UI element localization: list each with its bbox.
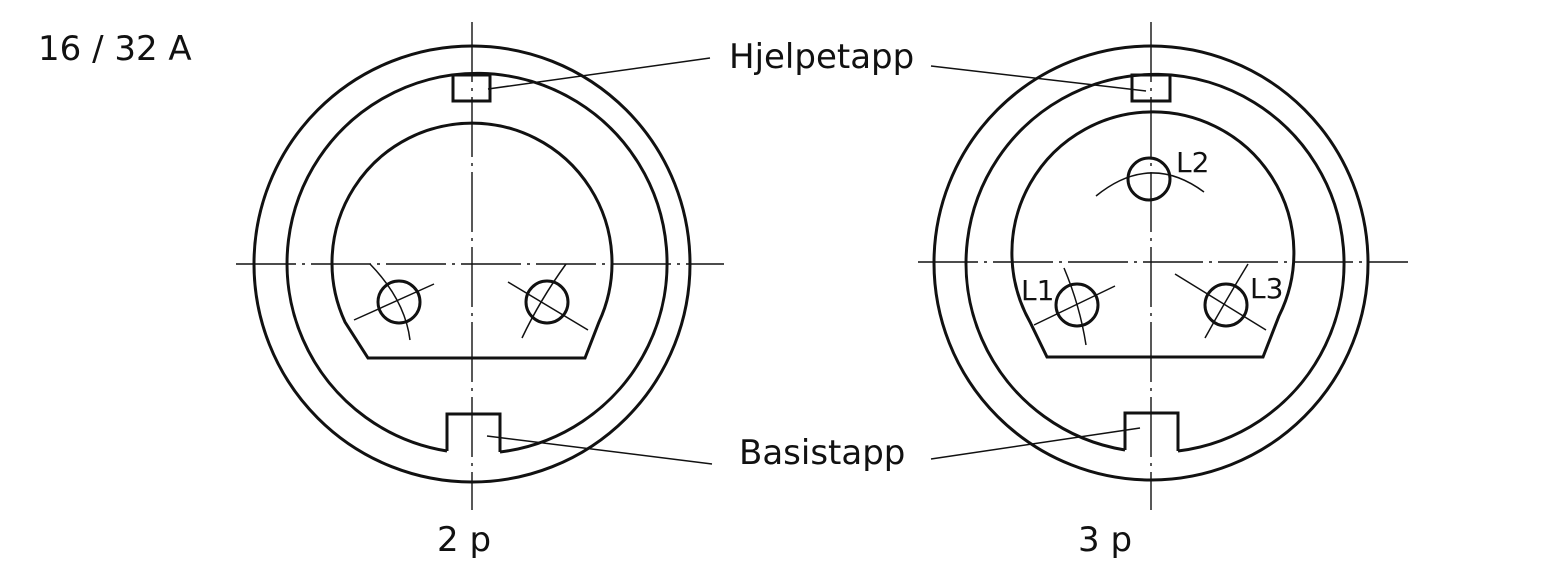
connector-3p: L2 L1 L3	[918, 22, 1408, 510]
insert-face-3p	[1010, 110, 1296, 359]
callout-auxiliary-key: Hjelpetapp	[729, 37, 914, 77]
insert-face-2p	[330, 121, 614, 360]
pin-l3	[1174, 263, 1267, 339]
outer-ring-2p	[252, 44, 692, 484]
leader-auxiliary-3p	[930, 65, 1147, 92]
pin-right-2p	[507, 263, 589, 339]
base-key-3p	[1123, 411, 1180, 451]
caption-3p: 3 p	[1078, 520, 1132, 560]
rating-label: 16 / 32 A	[38, 29, 192, 69]
leader-base-2p	[486, 435, 713, 465]
callout-base-key: Basistapp	[739, 433, 905, 473]
base-key-2p	[445, 412, 502, 452]
pin-label-l3: L3	[1250, 272, 1283, 305]
auxiliary-key-3p	[1130, 73, 1172, 103]
connector-2p	[236, 22, 724, 510]
pin-l2	[1095, 156, 1205, 202]
inner-ring-3p	[964, 72, 1346, 453]
leader-auxiliary-2p	[487, 57, 711, 90]
inner-ring-2p	[285, 71, 669, 454]
caption-2p: 2 p	[437, 520, 491, 560]
pin-label-l1: L1	[1021, 274, 1054, 307]
pin-l1	[1033, 267, 1116, 346]
outer-ring-3p	[932, 44, 1370, 482]
pin-label-l2: L2	[1176, 146, 1209, 179]
leader-base-3p	[930, 427, 1141, 460]
pin-left-2p	[353, 263, 435, 341]
